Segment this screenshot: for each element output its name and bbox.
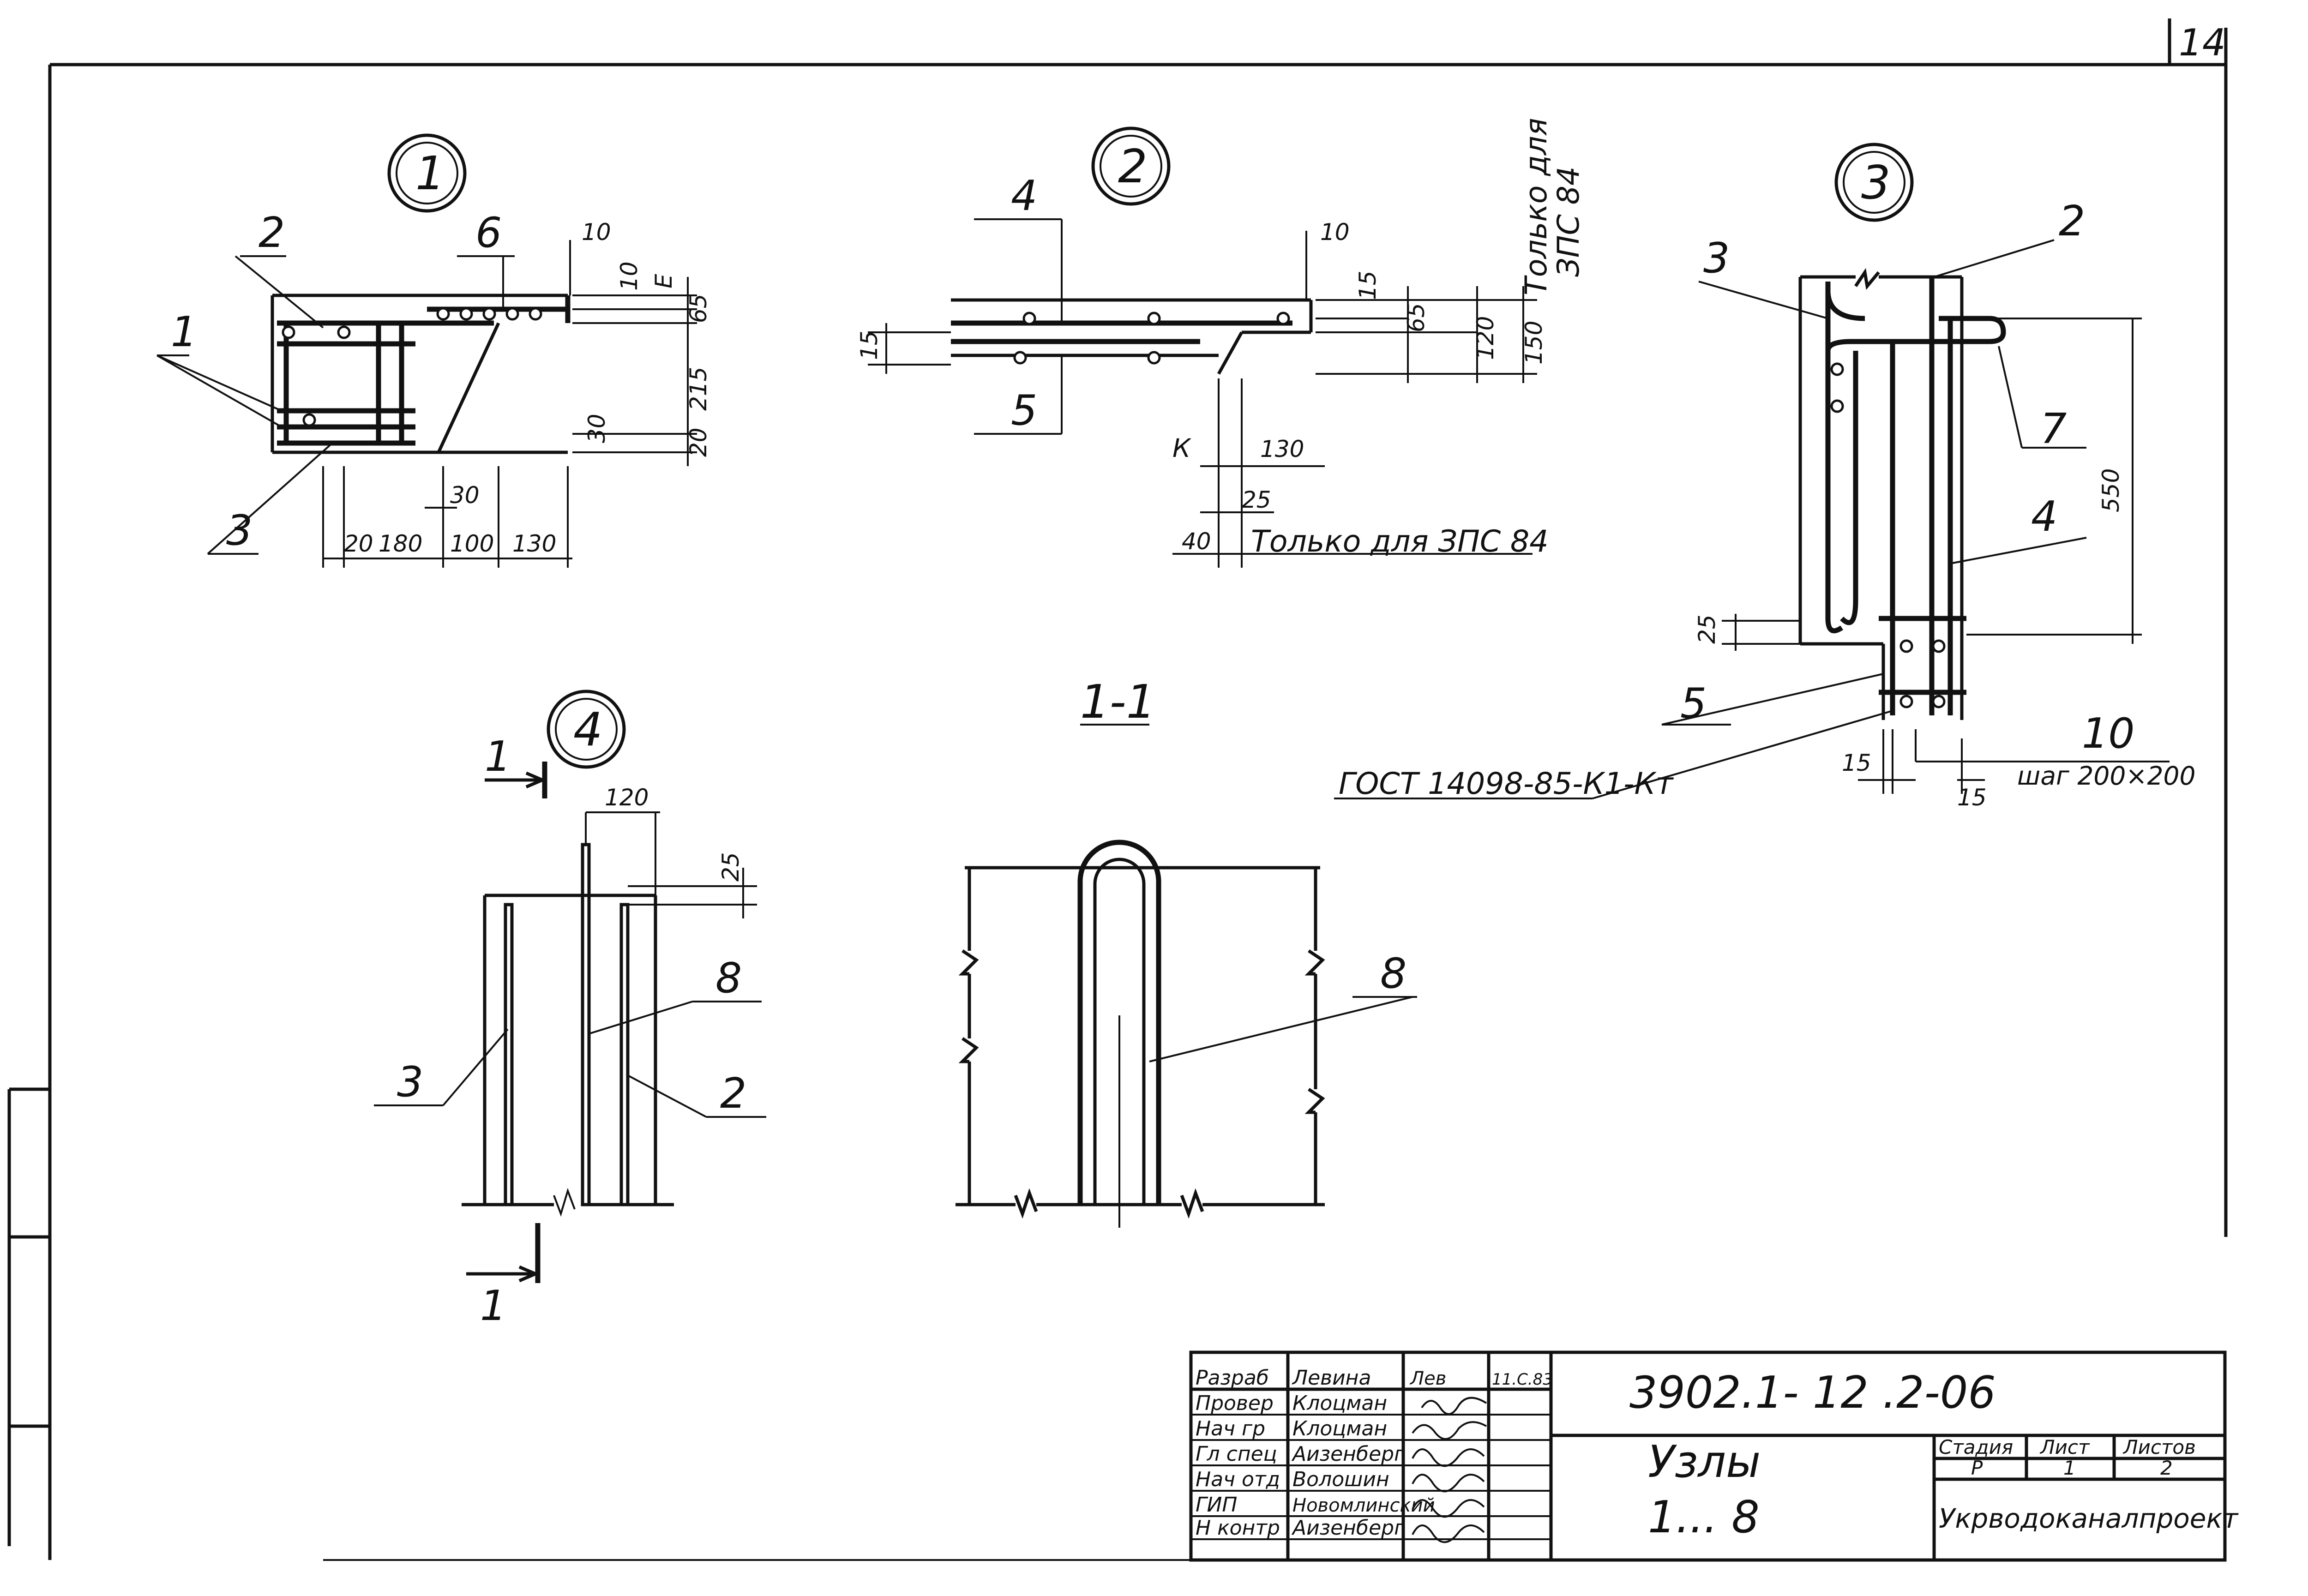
node-3-pos-2: 2 <box>2059 197 2085 246</box>
node-1-dim-10-top: 10 <box>582 219 611 246</box>
sheet-frame <box>7 18 2228 1561</box>
node-3-dim-15-right: 15 <box>1957 784 1987 811</box>
node-3-pos-7: 7 <box>2040 405 2067 453</box>
node-1-label: 1 <box>415 146 445 200</box>
section-mark-top: 1 <box>485 732 511 781</box>
sheets-header: Листов <box>2122 1436 2196 1458</box>
signature-scribble <box>1421 1397 1487 1415</box>
node-3-dim-15-left: 15 <box>1842 750 1871 776</box>
node-4-drawing <box>374 690 766 1283</box>
signature-scribble <box>1412 1448 1485 1467</box>
signature-scribble <box>1412 1421 1487 1440</box>
section-title: 1-1 <box>1080 675 1155 729</box>
node-3-pos-10: 10 <box>2082 709 2135 758</box>
node-3-drawing <box>1592 143 2170 799</box>
node-1-pos-2: 2 <box>258 209 285 257</box>
node-2-pos-4: 4 <box>1011 172 1037 220</box>
node-1-dim-100: 100 <box>450 530 494 557</box>
doc-code: 3902.1- 12 .2-06 <box>1629 1368 1996 1418</box>
only-for-zps84-note: Только для ЗПС 84 <box>1251 524 1549 559</box>
node-2-dim-k: К <box>1172 433 1192 463</box>
node-3-dim-550: 550 <box>2098 468 2124 512</box>
node-1-dim-20-bottom: 20 <box>344 530 373 557</box>
only-for-vertical-1: Только для <box>1519 118 1554 295</box>
node-4-label: 4 <box>573 702 603 756</box>
node-1-drawing <box>156 133 697 568</box>
node-2-drawing <box>868 126 1537 568</box>
sig-name: Аизенберг <box>1291 1442 1405 1466</box>
org-name: Укрводоканалпроект <box>1939 1503 2239 1534</box>
node-4-pos-8: 8 <box>715 954 742 1002</box>
signature-scribble <box>1412 1474 1485 1493</box>
stage-value: Р <box>1971 1457 1983 1479</box>
stage-header: Стадия <box>1939 1436 2013 1458</box>
sig-name: Аизенберг <box>1291 1516 1405 1540</box>
sheet-header: Лист <box>2039 1436 2090 1458</box>
node-2-dim-120: 120 <box>1472 316 1499 360</box>
node-2-dim-65: 65 <box>1403 303 1430 332</box>
node-1-dim-130: 130 <box>512 530 556 557</box>
node-1-pos-6: 6 <box>475 209 502 257</box>
section-mark-bottom: 1 <box>480 1282 506 1330</box>
node-3-label: 3 <box>1861 156 1891 210</box>
sig-role: Провер <box>1196 1392 1274 1415</box>
node-2-dim-15: 15 <box>1354 270 1381 300</box>
node-1-dim-10: 10 <box>616 261 643 291</box>
node-4-pos-3: 3 <box>397 1058 423 1106</box>
node-2-dim-10: 10 <box>1320 219 1350 246</box>
node-2-dim-15-left: 15 <box>856 330 883 360</box>
sig-role: Н контр <box>1196 1516 1280 1540</box>
node-2-pos-5: 5 <box>1011 386 1037 435</box>
node-1-dim-215: 215 <box>685 367 712 411</box>
node-1-dim-e: Е <box>650 274 677 288</box>
node-4-dim-25: 25 <box>717 852 744 882</box>
sig-role: Нач гр <box>1196 1417 1265 1440</box>
sig-role: Разраб <box>1196 1366 1269 1390</box>
sheet-value: 1 <box>2063 1457 2076 1479</box>
step-note: шаг 200×200 <box>2017 761 2195 791</box>
sig-name: Клоцман <box>1292 1417 1387 1440</box>
node-2-dim-130: 130 <box>1260 436 1304 462</box>
date-stamp: 11.С.83 <box>1492 1370 1553 1389</box>
node-3-pos-3: 3 <box>1703 234 1730 282</box>
node-1-dim-30-side: 30 <box>583 414 610 443</box>
node-1-dim-20: 20 <box>685 427 712 457</box>
sig-role: Нач отд <box>1196 1468 1280 1491</box>
title-block-frame <box>1189 1350 2227 1562</box>
section-pos-8: 8 <box>1380 949 1406 998</box>
page-number: 14 <box>2179 21 2226 64</box>
sig-name: Волошин <box>1292 1468 1389 1491</box>
node-4-pos-2: 2 <box>720 1069 746 1118</box>
node-1-dim-180: 180 <box>379 530 422 557</box>
node-2-dim-25: 25 <box>1242 486 1271 513</box>
node-1-pos-3: 3 <box>226 506 252 555</box>
node-3-pos-4: 4 <box>2031 492 2057 541</box>
sig-name: Левина <box>1292 1366 1371 1390</box>
signature-scribble <box>1412 1499 1485 1518</box>
sig-name: Новомлинский <box>1292 1495 1435 1516</box>
node-2-dim-150: 150 <box>1521 321 1547 365</box>
doc-name-line1: Узлы <box>1648 1437 1761 1488</box>
node-1-dim-30-bottom: 30 <box>450 482 480 509</box>
node-2-dim-40: 40 <box>1182 528 1211 555</box>
sig-sign: Лев <box>1409 1368 1446 1389</box>
gost-reference: ГОСТ 14098-85-К1-Кт <box>1339 767 1674 801</box>
sig-role: Гл спец <box>1196 1442 1277 1466</box>
doc-name-line2: 1... 8 <box>1648 1492 1760 1543</box>
node-4-dim-120: 120 <box>605 784 649 811</box>
node-2-label: 2 <box>1118 139 1148 193</box>
node-1-pos-1: 1 <box>171 308 197 356</box>
sig-role: ГИП <box>1196 1493 1238 1517</box>
node-3-dim-25: 25 <box>1694 614 1720 644</box>
only-for-vertical-2: ЗПС 84 <box>1551 167 1586 277</box>
sig-name: Клоцман <box>1292 1392 1387 1415</box>
signature-scribble <box>1412 1524 1485 1543</box>
sheets-value: 2 <box>2160 1457 2173 1479</box>
section-1-1-drawing <box>956 724 1417 1228</box>
signature-table: Разраб Левина Лев Провер Клоцман Нач гр … <box>1196 1366 1487 1543</box>
node-3-pos-5: 5 <box>1680 679 1707 728</box>
node-1-dim-65: 65 <box>685 294 712 323</box>
